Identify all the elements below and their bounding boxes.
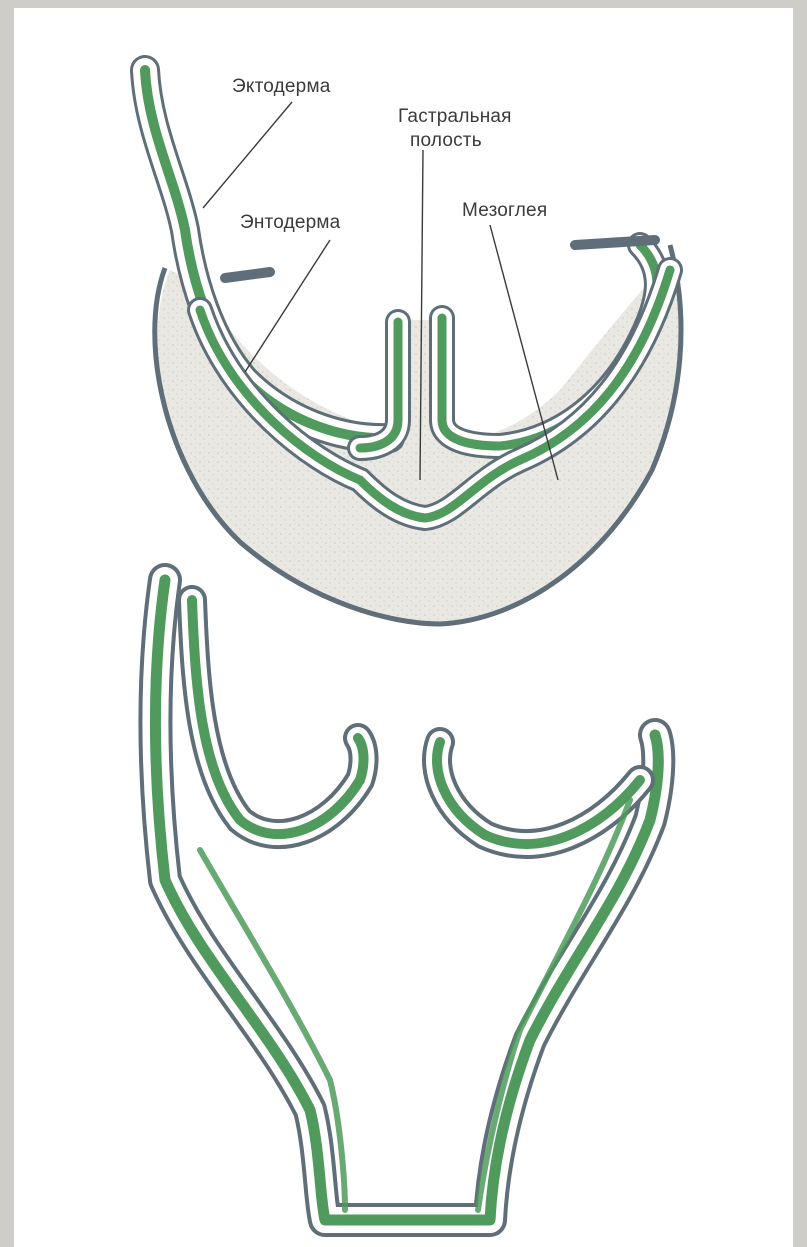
label-endoderm: Энтодерма <box>240 212 341 233</box>
leader-ectoderm <box>203 102 292 208</box>
polyp-diagram <box>156 580 659 1220</box>
label-ectoderm: Эктодерма <box>232 76 331 97</box>
label-gastral-cavity-1: Гастральная <box>398 106 512 127</box>
label-mesoglea: Мезоглея <box>462 200 547 221</box>
polyp-left-tentacle-fill <box>192 600 364 834</box>
leader-endoderm <box>245 240 330 372</box>
medusa-left-lip <box>225 272 270 278</box>
medusa-mesoglea <box>158 260 681 622</box>
medusa-right-lip <box>575 240 655 245</box>
medusa-diagram: Эктодерма Гастральная полость Энтодерма … <box>145 70 681 624</box>
label-gastral-cavity-2: полость <box>410 130 482 151</box>
